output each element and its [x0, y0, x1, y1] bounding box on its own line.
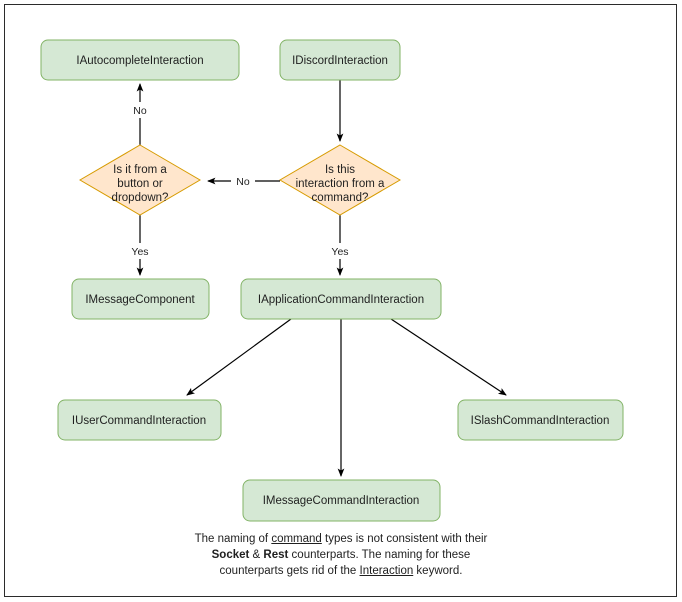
caption-bold-socket: Socket [211, 549, 250, 561]
node-autocomplete-interaction-shape[interactable] [40, 39, 240, 81]
node-message-component-shape[interactable] [71, 278, 210, 320]
edge-application-command-to-slash-command [390, 318, 507, 396]
node-autocomplete-interaction-label: IAutocompleteInteraction [76, 55, 203, 67]
caption-ampersand: & [249, 549, 264, 561]
edge-label-bg-no-vertical [129, 102, 152, 118]
caption-line-3-part-2: keyword. [413, 565, 463, 577]
edge-label-bg-yes-left [126, 243, 155, 259]
node-application-command-interaction-shape[interactable] [240, 278, 442, 320]
nodes-layer: IAutocompleteInteraction IDiscordInterac… [40, 39, 624, 522]
node-message-component[interactable]: IMessageComponent [71, 278, 210, 320]
node-message-command-interaction-label: IMessageCommandInteraction [263, 495, 420, 507]
node-question-interaction-from-command[interactable]: Is this interaction from a command? [279, 144, 401, 216]
node-slash-command-interaction-label: ISlashCommandInteraction [471, 415, 610, 427]
node-discord-interaction[interactable]: IDiscordInteraction [279, 39, 401, 81]
node-application-command-interaction[interactable]: IApplicationCommandInteraction [240, 278, 442, 320]
edge-application-command-to-user-command [186, 318, 292, 396]
caption-underline-command: command [271, 533, 322, 545]
node-slash-command-interaction[interactable]: ISlashCommandInteraction [457, 399, 624, 441]
node-autocomplete-interaction[interactable]: IAutocompleteInteraction [40, 39, 240, 81]
node-question-command-line-2: interaction from a [296, 178, 385, 190]
caption-line-3-part-1: counterparts gets rid of the [219, 565, 360, 577]
node-slash-command-interaction-shape[interactable] [457, 399, 624, 441]
edge-label-yes-application-command: Yes [331, 246, 348, 258]
node-discord-interaction-label: IDiscordInteraction [292, 55, 388, 67]
node-discord-interaction-shape[interactable] [279, 39, 401, 81]
node-user-command-interaction-shape[interactable] [57, 399, 222, 441]
caption-line-1-part-1: The naming of [194, 533, 272, 545]
caption-line-3: counterparts gets rid of the Interaction… [100, 563, 582, 579]
node-question-button-line-3: dropdown? [112, 192, 169, 204]
edge-label-no-button: No [133, 105, 147, 117]
node-question-button-or-dropdown[interactable]: Is it from a button or dropdown? [79, 144, 201, 216]
edges-layer [136, 80, 507, 477]
node-question-button-line-2: button or [117, 178, 163, 190]
node-message-component-label: IMessageComponent [85, 294, 195, 306]
caption-line-2-rest: counterparts. The naming for these [288, 549, 471, 561]
edge-label-no-command: No [236, 176, 250, 188]
node-message-command-interaction[interactable]: IMessageCommandInteraction [242, 479, 441, 522]
caption-underline-interaction: Interaction [359, 565, 414, 577]
node-message-command-interaction-shape[interactable] [242, 479, 441, 522]
caption-bold-rest: Rest [263, 549, 289, 561]
diagram-caption: The naming of command types is not consi… [100, 531, 582, 579]
caption-line-1: The naming of command types is not consi… [100, 531, 582, 547]
node-question-button-line-1: Is it from a [113, 164, 167, 176]
edge-label-yes-message-component: Yes [131, 246, 148, 258]
caption-line-1-part-2: types is not consistent with their [321, 533, 488, 545]
edge-labels-layer: No No Yes Yes [126, 102, 355, 259]
node-application-command-interaction-label: IApplicationCommandInteraction [258, 294, 424, 306]
caption-line-2: Socket & Rest counterparts. The naming f… [100, 547, 582, 563]
edge-label-bg-no-horizontal [231, 173, 255, 189]
node-question-command-line-1: Is this [325, 164, 355, 176]
edge-label-bg-yes-right [326, 243, 355, 259]
node-question-interaction-from-command-shape[interactable] [279, 144, 401, 216]
node-question-button-or-dropdown-shape[interactable] [79, 144, 201, 216]
node-question-command-line-3: command? [312, 192, 369, 204]
node-user-command-interaction-label: IUserCommandInteraction [72, 415, 206, 427]
node-user-command-interaction[interactable]: IUserCommandInteraction [57, 399, 222, 441]
